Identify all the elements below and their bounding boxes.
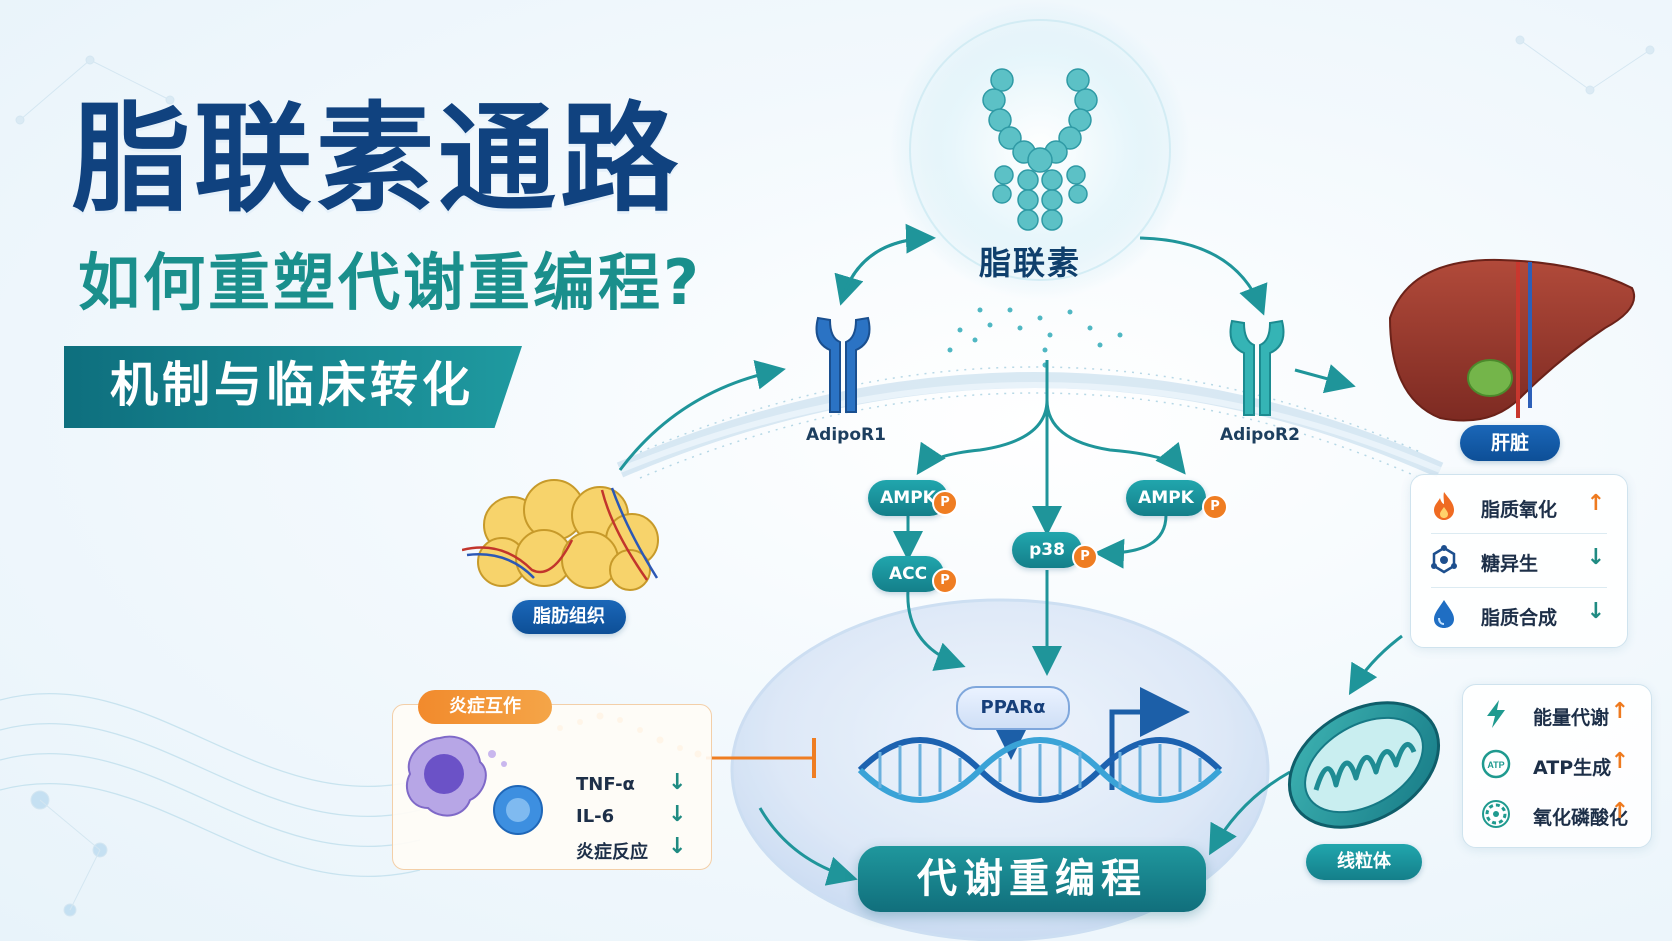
trend-down-icon: ↓ <box>1586 545 1605 570</box>
immune-cells-icon <box>405 735 543 835</box>
mitochondria-icon <box>1287 701 1441 829</box>
molecule-gear-icon <box>1431 545 1457 574</box>
trend-up-icon: ↑ <box>1610 799 1629 824</box>
phospho-badge: P <box>1072 544 1098 570</box>
trend-up-icon: ↑ <box>1610 699 1629 724</box>
svg-text:ATP: ATP <box>1487 760 1504 770</box>
effect-label: 能量代谢 <box>1533 707 1610 729</box>
trend-up-icon: ↑ <box>1586 491 1605 516</box>
list-item: 糖异生 ↓ <box>1411 539 1627 581</box>
list-item: 能量代谢 ↑ <box>1463 693 1651 735</box>
effect-label: 糖异生 <box>1481 553 1539 575</box>
adipor2-label: AdipoR2 <box>1220 425 1300 445</box>
phospho-badge: P <box>932 490 958 516</box>
metabolic-reprogramming-label: 代谢重编程 <box>858 846 1206 912</box>
list-item: ATP ATP生成 ↑ <box>1463 743 1651 785</box>
ppar-alpha-node: PPARα <box>956 686 1070 730</box>
adiponectin-molecule-icon <box>982 68 1098 231</box>
list-item: 氧化磷酸化 ↑ <box>1463 793 1651 835</box>
gear-icon <box>1482 800 1510 828</box>
atp-icon: ATP <box>1481 749 1511 779</box>
adipor1-label: AdipoR1 <box>806 425 886 445</box>
trend-down-icon: ↓ <box>1586 599 1605 624</box>
droplet-icon <box>1434 600 1454 628</box>
flame-icon <box>1434 492 1454 520</box>
trend-down-icon: ↓ <box>668 802 687 827</box>
effect-label: 氧化磷酸化 <box>1533 807 1629 829</box>
subtitle-banner <box>64 346 522 428</box>
cytokine-label: 炎症反应 <box>576 842 648 863</box>
effect-label: ATP生成 <box>1533 757 1612 779</box>
cytokine-label: IL-6 <box>576 806 615 827</box>
list-item: IL-6 ↓ <box>576 802 686 834</box>
adiponectin-label: 脂联素 <box>978 244 1081 282</box>
adipose-tissue-icon <box>462 479 659 591</box>
adipor1-receptor-icon <box>815 316 871 413</box>
adipor2-receptor-icon <box>1229 319 1285 416</box>
phospho-badge: P <box>1202 494 1228 520</box>
phospho-badge: P <box>932 568 958 594</box>
page-title: 脂联素通路 <box>72 90 683 228</box>
liver-effects-panel: 脂质氧化 ↑ 糖异生 ↓ 脂质合成 ↓ <box>1410 474 1628 648</box>
ampk-right-node: AMPK <box>1126 480 1206 516</box>
trend-down-icon: ↓ <box>668 770 687 795</box>
list-item: TNF-α ↓ <box>576 770 686 802</box>
list-item: 炎症反应 ↓ <box>576 834 686 866</box>
cytokine-list: TNF-α ↓ IL-6 ↓ 炎症反应 ↓ <box>576 770 686 866</box>
p38-node: p38 <box>1012 532 1082 568</box>
acc-node: ACC <box>872 556 944 592</box>
list-item: 脂质合成 ↓ <box>1411 593 1627 635</box>
mitochondria-effects-panel: 能量代谢 ↑ ATP ATP生成 ↑ 氧化磷酸化 ↑ <box>1462 684 1652 848</box>
inflammation-tag: 炎症互作 <box>418 690 552 724</box>
lightning-icon <box>1487 700 1505 728</box>
network-decoration <box>15 35 1655 917</box>
liver-icon <box>1388 258 1636 422</box>
page-subtitle: 如何重塑代谢重编程? <box>78 246 702 319</box>
trend-up-icon: ↑ <box>1610 749 1629 774</box>
banner-label: 机制与临床转化 <box>110 357 475 413</box>
adipose-tissue-label: 脂肪组织 <box>512 600 626 634</box>
liver-label: 肝脏 <box>1460 425 1560 461</box>
dna-helix <box>857 737 1223 803</box>
effect-label: 脂质合成 <box>1481 607 1558 629</box>
list-item: 脂质氧化 ↑ <box>1411 485 1627 527</box>
cytokine-label: TNF-α <box>576 774 635 795</box>
effect-label: 脂质氧化 <box>1481 499 1558 521</box>
mitochondria-label: 线粒体 <box>1306 844 1422 880</box>
trend-down-icon: ↓ <box>668 834 687 859</box>
